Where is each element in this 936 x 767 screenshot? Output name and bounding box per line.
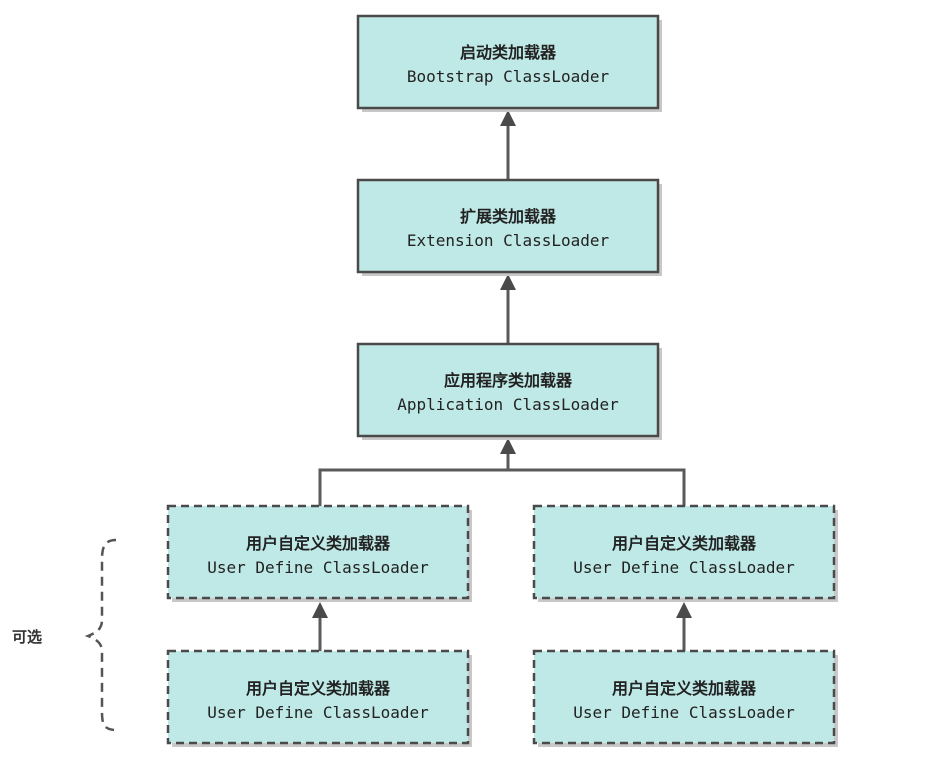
node-user-left-top-cn: 用户自定义类加载器	[246, 534, 391, 553]
node-user-right-top-cn: 用户自定义类加载器	[612, 534, 757, 553]
node-extension-en: Extension ClassLoader	[407, 231, 610, 250]
node-bootstrap-en: Bootstrap ClassLoader	[407, 67, 610, 86]
node-user-right-bottom-en: User Define ClassLoader	[573, 703, 795, 722]
brace-label: 可选	[12, 628, 42, 646]
node-extension-box	[356, 178, 660, 274]
node-user-left-bottom-cn: 用户自定义类加载器	[246, 679, 391, 698]
node-user-left-top-box	[166, 504, 470, 600]
node-application-cn: 应用程序类加载器	[444, 371, 573, 390]
node-application: 应用程序类加载器 Application ClassLoader	[356, 342, 662, 440]
edge-user-children-join	[318, 468, 686, 506]
node-user-right-bottom-box	[532, 649, 836, 745]
node-user-left-bottom: 用户自定义类加载器 User Define ClassLoader	[166, 649, 472, 747]
node-application-en: Application ClassLoader	[397, 395, 619, 414]
edges	[312, 110, 692, 651]
node-user-left-bottom-box	[166, 649, 470, 745]
node-bootstrap-cn: 启动类加载器	[460, 43, 557, 62]
arrowhead-right-top	[676, 602, 692, 618]
arrowhead-bootstrap	[500, 110, 516, 126]
arrowhead-extension	[500, 274, 516, 290]
node-application-box	[356, 342, 660, 438]
arrowhead-left-top	[312, 602, 328, 618]
node-bootstrap-box	[356, 14, 660, 110]
node-user-right-bottom: 用户自定义类加载器 User Define ClassLoader	[532, 649, 838, 747]
node-extension-cn: 扩展类加载器	[460, 207, 557, 226]
node-user-right-top: 用户自定义类加载器 User Define ClassLoader	[532, 504, 838, 602]
node-bootstrap: 启动类加载器 Bootstrap ClassLoader	[356, 14, 662, 112]
brace-shape	[84, 538, 117, 732]
arrowhead-application	[500, 438, 516, 454]
node-user-right-top-en: User Define ClassLoader	[573, 558, 795, 577]
node-user-right-bottom-cn: 用户自定义类加载器	[612, 679, 757, 698]
optional-brace: 可选	[12, 538, 117, 732]
node-extension: 扩展类加载器 Extension ClassLoader	[356, 178, 662, 276]
node-user-left-top: 用户自定义类加载器 User Define ClassLoader	[166, 504, 472, 602]
node-user-left-top-en: User Define ClassLoader	[207, 558, 429, 577]
node-user-left-bottom-en: User Define ClassLoader	[207, 703, 429, 722]
node-user-right-top-box	[532, 504, 836, 600]
